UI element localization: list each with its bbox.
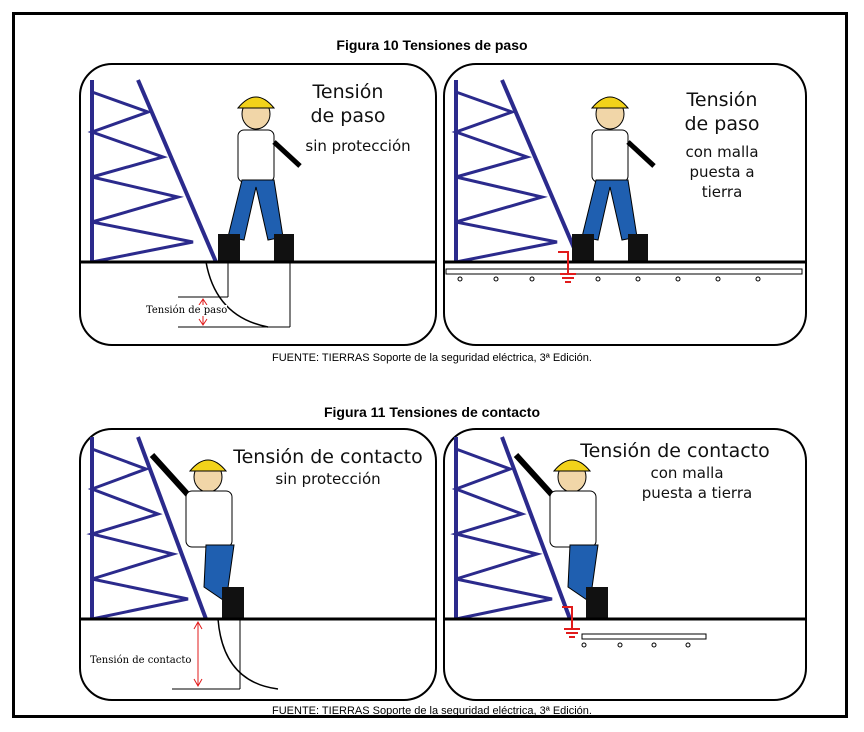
figure-10-title: Figura 10 Tensiones de paso [336, 37, 528, 53]
panel-line-4: puesta a [689, 163, 755, 181]
figure-11-title: Figura 11 Tensiones de contacto [323, 404, 540, 420]
worker-icon [572, 96, 656, 262]
step-voltage-grounded-illustration [443, 63, 807, 346]
transmission-tower-icon [451, 79, 582, 264]
worker-icon [218, 96, 302, 262]
panel-step-voltage-unprotected: Tensión de paso sin protección Tensión d… [78, 62, 438, 347]
worker-icon [149, 452, 244, 619]
touch-voltage-label: Tensión de contacto [90, 655, 192, 666]
panel-line-1: Tensión de contacto [580, 440, 770, 462]
step-voltage-label: Tensión de paso [146, 305, 228, 316]
panel-step-voltage-grounded: Tensión de paso con malla puesta a tierr… [442, 62, 808, 347]
figure-10-source: FUENTE: TIERRAS Soporte de la seguridad … [272, 352, 592, 364]
transmission-tower-icon [450, 436, 572, 621]
ground-rod-icon [558, 251, 576, 283]
panel-touch-voltage-grounded: Tensión de contacto con malla puesta a t… [442, 427, 808, 702]
panel-line-1: Tensión [686, 89, 758, 111]
ground-rod-icon [562, 606, 580, 638]
touch-voltage-grounded-illustration [443, 428, 807, 701]
panel-line-3: sin protección [305, 137, 411, 155]
panel-line-1: Tensión [312, 81, 384, 103]
transmission-tower-icon [87, 79, 218, 264]
panel-line-2: con malla [650, 464, 724, 482]
figure-11-source: FUENTE: TIERRAS Soporte de la seguridad … [272, 705, 592, 717]
transmission-tower-icon [86, 436, 208, 621]
panel-line-2: de paso [684, 113, 760, 135]
panel-line-2: de paso [310, 105, 386, 127]
panel-line-3: puesta a tierra [641, 484, 753, 502]
panel-line-3: con malla [685, 143, 759, 161]
touch-voltage-unprotected-illustration [79, 428, 437, 701]
panel-line-1: Tensión de contacto [233, 446, 423, 468]
worker-icon [513, 452, 608, 619]
panel-line-2: sin protección [275, 470, 381, 488]
panel-touch-voltage-unprotected: Tensión de contacto sin protección Tensi… [78, 427, 438, 702]
step-voltage-unprotected-illustration [79, 63, 437, 346]
panel-line-5: tierra [701, 183, 743, 201]
